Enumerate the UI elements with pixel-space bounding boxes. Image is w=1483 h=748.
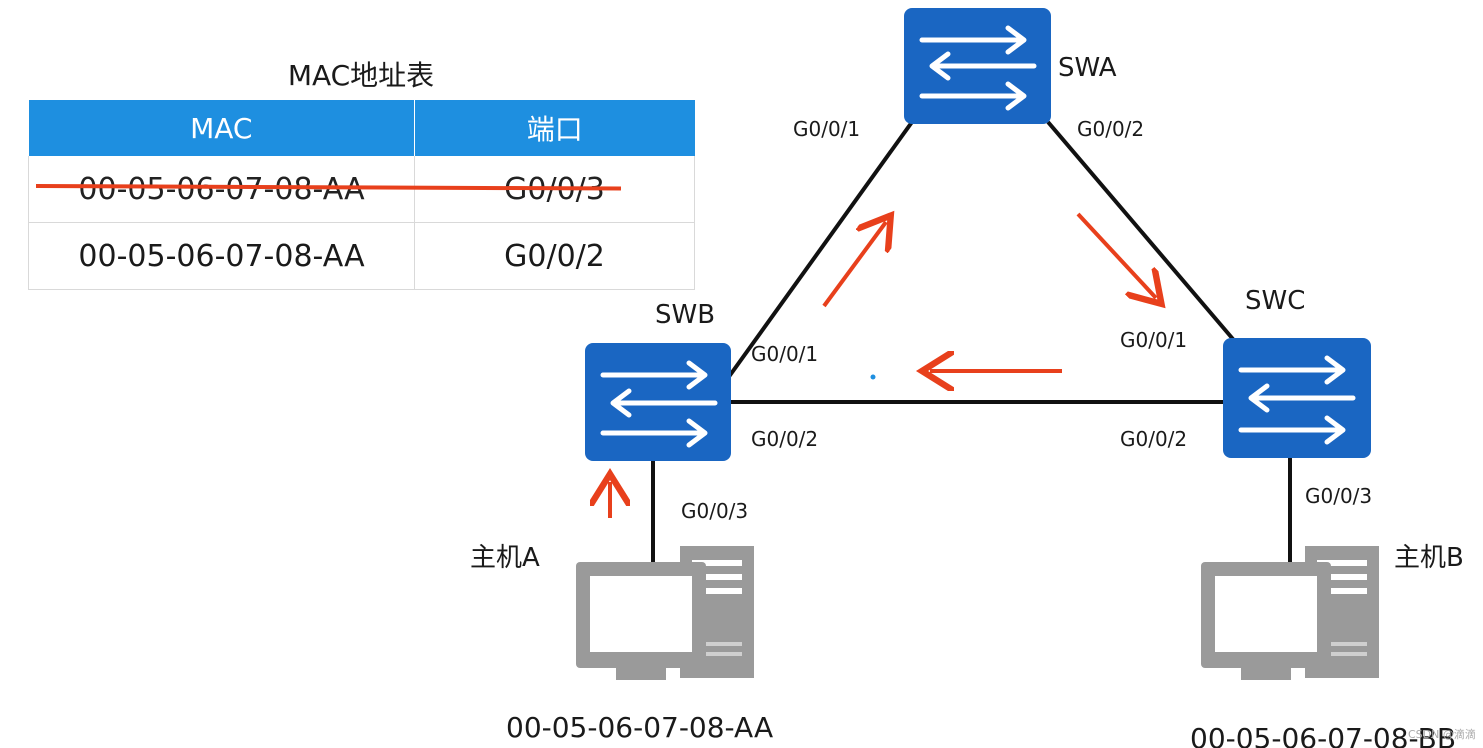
switch-label-swb: SWB (655, 300, 715, 330)
arrow-swa-to-swc (1076, 212, 1156, 298)
watermark: CSDN @滴滴 (1408, 727, 1476, 741)
header-port: 端口 (414, 100, 695, 156)
mac-table-header-row: MAC 端口 (28, 100, 695, 156)
port-label-swc-up: G0/0/1 (1120, 328, 1187, 352)
port-label-swb-right: G0/0/2 (751, 427, 818, 451)
switch-label-swc: SWC (1245, 286, 1305, 316)
table-row: 00-05-06-07-08-AA G0/0/2 (28, 222, 695, 290)
mac-table-title: MAC地址表 (287, 59, 435, 92)
computer-icon-host-a (576, 546, 754, 680)
port-label-swb-down: G0/0/3 (681, 499, 748, 523)
mac-table: MAC 端口 00-05-06-07-08-AA G0/0/3 00-05-06… (28, 100, 695, 290)
cell-port: G0/0/2 (414, 222, 695, 290)
link-swa-swc (1046, 120, 1240, 347)
port-label-swa-left: G0/0/1 (793, 117, 860, 141)
switch-icon-swa (904, 8, 1051, 124)
cell-mac: 00-05-06-07-08-AA (28, 222, 415, 290)
host-mac-b: 00-05-06-07-08-BB (1190, 722, 1456, 748)
arrow-swb-to-swa (822, 222, 886, 308)
computer-icon-host-b (1201, 546, 1379, 680)
link-swa-swb (726, 120, 914, 380)
dot-marker (870, 374, 876, 380)
switch-icon-swc (1223, 338, 1371, 458)
port-label-swa-right: G0/0/2 (1077, 117, 1144, 141)
host-mac-a: 00-05-06-07-08-AA (506, 711, 773, 744)
table-row: 00-05-06-07-08-AA G0/0/3 (28, 156, 695, 223)
host-label-a: 主机A (470, 543, 540, 573)
header-mac: MAC (28, 100, 415, 156)
port-label-swc-down: G0/0/3 (1305, 484, 1372, 508)
switch-icon-swb (585, 343, 731, 461)
host-label-b: 主机B (1394, 543, 1464, 573)
port-label-swb-up: G0/0/1 (751, 342, 818, 366)
port-label-swc-left: G0/0/2 (1120, 427, 1187, 451)
switch-label-swa: SWA (1058, 53, 1117, 83)
